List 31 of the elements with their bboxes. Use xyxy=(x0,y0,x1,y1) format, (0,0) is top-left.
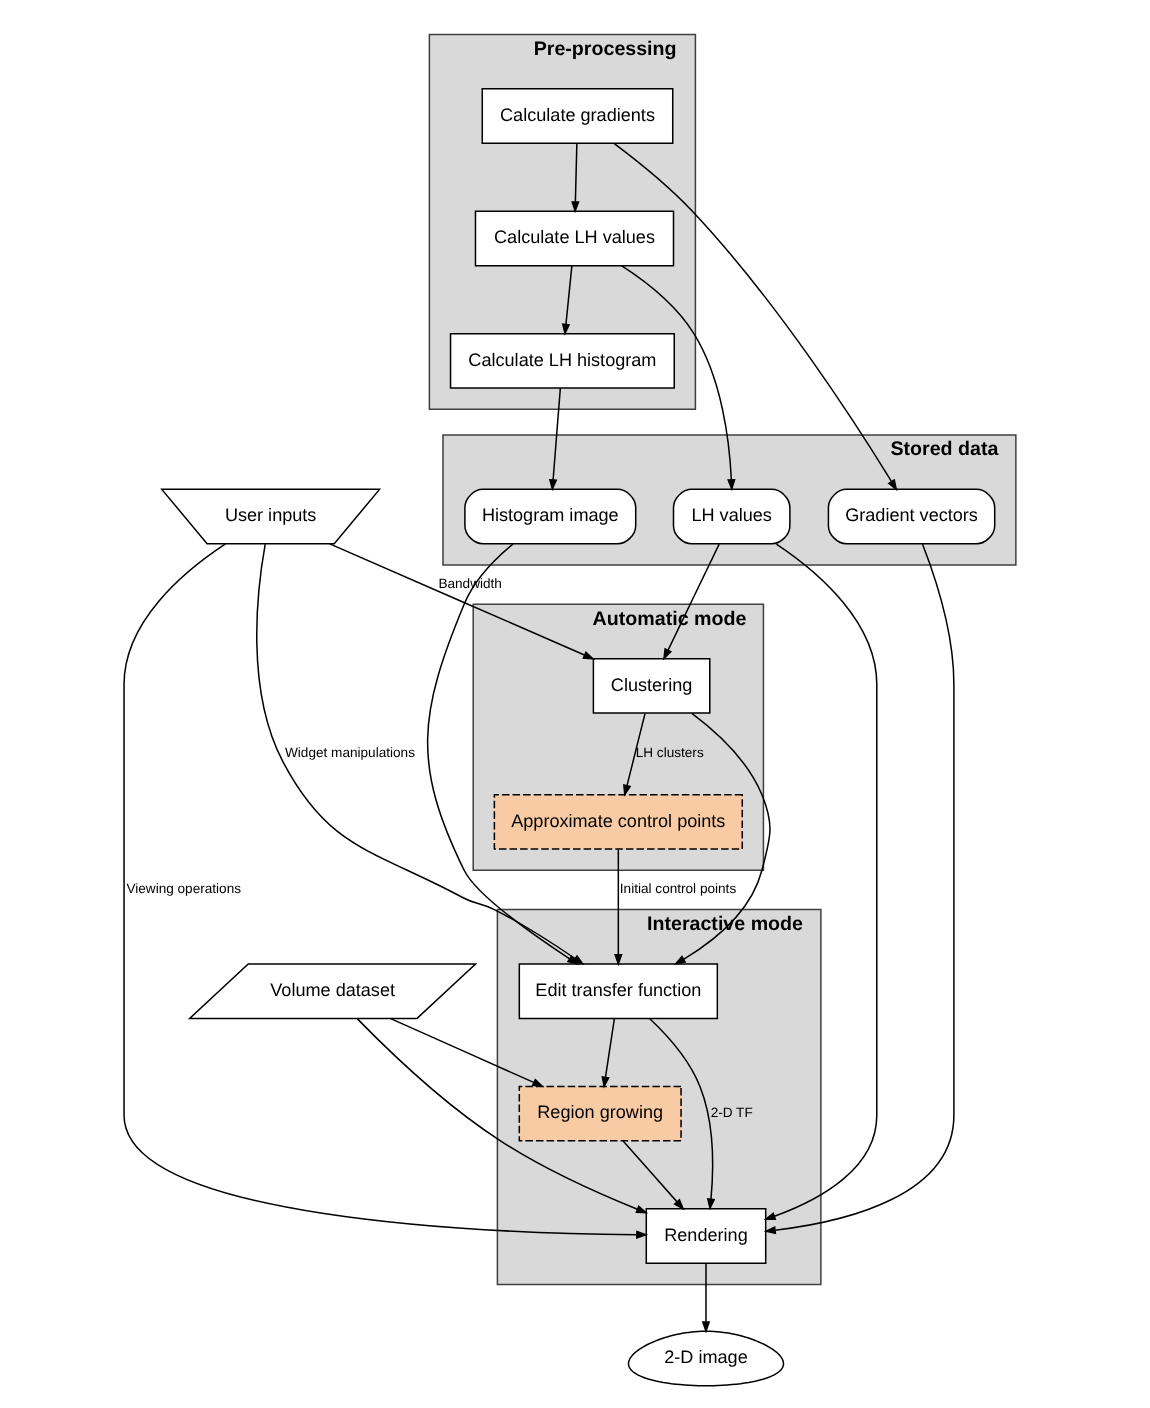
node-box: Histogram image xyxy=(463,488,636,545)
arrow xyxy=(388,1017,544,1088)
arrow xyxy=(612,142,897,492)
arrow xyxy=(328,543,595,660)
node-box: Calculate LH histogram xyxy=(448,332,674,389)
node-box: Approximate control points xyxy=(492,793,743,850)
node-box: LH values xyxy=(671,488,790,545)
arrow xyxy=(672,712,770,966)
arrow xyxy=(762,543,954,1235)
arrow xyxy=(621,1140,684,1211)
arrow xyxy=(648,1018,715,1211)
node-box: Gradient vectors xyxy=(826,488,995,545)
arrow xyxy=(600,1017,615,1089)
arrow xyxy=(700,1262,710,1334)
arrow xyxy=(762,543,877,1221)
arrow xyxy=(122,543,648,1239)
arrow xyxy=(425,543,579,966)
node-box: Calculate LH values xyxy=(473,210,674,267)
node-box: Rendering xyxy=(644,1208,766,1265)
arrow xyxy=(662,543,719,661)
node-box: Region growing xyxy=(517,1085,681,1142)
arrow xyxy=(570,142,579,214)
arrow xyxy=(560,265,572,336)
arrow xyxy=(613,848,622,967)
arrow xyxy=(619,264,735,492)
arrow xyxy=(622,712,645,797)
node-box: Edit transfer function xyxy=(517,963,718,1020)
arrow xyxy=(355,1018,648,1214)
arrow xyxy=(547,387,561,492)
node-box: Clustering xyxy=(591,657,710,714)
node-box: Calculate gradients xyxy=(480,88,673,144)
